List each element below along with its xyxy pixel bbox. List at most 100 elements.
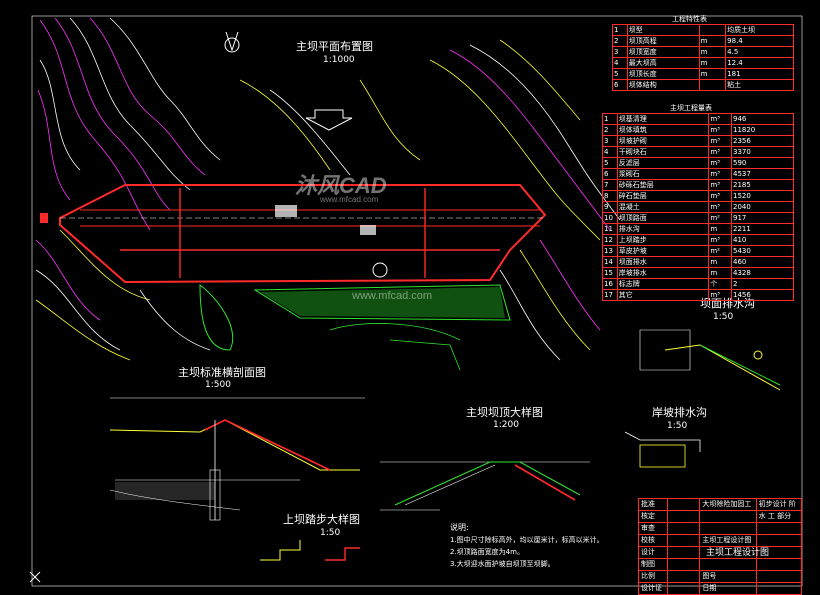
title-block-row: 制图 <box>639 558 801 570</box>
table-cell: m³ <box>708 290 731 300</box>
north-arrow-icon <box>224 31 240 53</box>
table-cell: 1520 <box>730 191 793 201</box>
table-cell: 98.4 <box>725 36 793 46</box>
table-cell: m <box>708 257 731 267</box>
notes-title: 说明: <box>450 523 469 532</box>
table-cell: 反滤层 <box>616 158 709 168</box>
table-cell: 碎石垫层 <box>616 191 709 201</box>
title-block-cell: 审查 <box>641 524 655 532</box>
crest-detail-drawing <box>380 461 590 511</box>
title-block-row: 校核主坝工程设计图 <box>639 534 801 546</box>
title-block-cell: 批准 <box>641 500 655 508</box>
table-cell: 混凝土 <box>616 202 709 212</box>
table-cell: 2 <box>614 37 619 45</box>
title-block-cell: 日期 <box>699 583 755 594</box>
title-block-row: 批准大坝除险加固工程初步设计 阶段 <box>639 499 801 510</box>
table-cell: 1456 <box>730 290 793 300</box>
title-block-row: 核定 水 工 部分 <box>639 510 801 522</box>
table-cell: m² <box>708 246 731 256</box>
table-cell: m² <box>708 213 731 223</box>
table-cell: 上坝踏步 <box>616 235 709 245</box>
table-cell: 坝体结构 <box>626 80 699 90</box>
table-cell: 浆砌石 <box>616 169 709 179</box>
table-cell: 7 <box>604 181 609 189</box>
table-cell: 13 <box>604 247 613 255</box>
title-block-cell <box>755 571 801 582</box>
title-block-cell <box>755 559 801 570</box>
table-cell: 16 <box>604 280 613 288</box>
table-cell: 12 <box>604 236 613 244</box>
table-cell: 其它 <box>616 290 709 300</box>
table-cell: 5430 <box>730 246 793 256</box>
table-cell: 标志牌 <box>616 279 709 289</box>
table-cell: 坝坡护砌 <box>616 136 709 146</box>
watermark-brand: 沐风CAD <box>295 173 387 198</box>
table-cell: 4537 <box>730 169 793 179</box>
title-block-cell <box>755 535 801 546</box>
table-cell: 2185 <box>730 180 793 190</box>
dam-plan-outline <box>40 184 547 284</box>
table-cell: 181 <box>725 69 793 79</box>
table-cell: 5 <box>614 70 619 78</box>
table-cell: 2040 <box>730 202 793 212</box>
table-cell: 3370 <box>730 147 793 157</box>
table-cell: 排水沟 <box>616 224 709 234</box>
table-cell: 5 <box>604 159 609 167</box>
title-block-cell <box>666 583 700 594</box>
table-cell: m³ <box>708 202 731 212</box>
title-block-cell <box>666 559 700 570</box>
step-detail-scale: 1:50 <box>320 528 341 538</box>
title-block-cell <box>666 535 700 546</box>
title-block-cell: 核定 <box>641 512 655 520</box>
table-cell: 砂砾石垫层 <box>616 180 709 190</box>
table-cell: 4 <box>614 59 619 67</box>
table-cell: 12.4 <box>725 58 793 68</box>
title-block-cell <box>666 523 700 534</box>
title-block-cell: 水 工 部分 <box>755 511 801 522</box>
table-cell: 11820 <box>730 125 793 135</box>
quantities-table-title: 主坝工程量表 <box>670 104 712 112</box>
table-cell: 10 <box>604 214 613 222</box>
table-cell: m <box>708 224 731 234</box>
crest-detail-title: 主坝坝顶大样图 <box>466 406 543 419</box>
table-cell: m³ <box>708 180 731 190</box>
table-cell: m <box>698 69 726 79</box>
note-1: 1.图中尺寸除标高外，均以厘米计，标高以米计。 <box>450 536 604 544</box>
table-cell: 粘土 <box>725 80 793 90</box>
note-3: 3.大坝迎水面护坡自坝顶至坝脚。 <box>450 560 555 568</box>
watermark-url-1: www.mfcad.com <box>320 195 379 204</box>
table-cell: 917 <box>730 213 793 223</box>
table-cell: 9 <box>604 203 609 211</box>
title-block-cell <box>699 547 755 558</box>
table-cell: m³ <box>708 169 731 179</box>
title-block-cell <box>699 511 755 522</box>
ucs-icon <box>29 571 41 583</box>
title-block-cell <box>755 583 801 594</box>
table-cell: m³ <box>708 191 731 201</box>
table-cell: m <box>698 47 726 57</box>
title-block-cell: 图号 <box>699 571 755 582</box>
table-cell: 14 <box>604 258 613 266</box>
table-cell: m <box>708 268 731 278</box>
title-block-row: 审查 <box>639 522 801 534</box>
table-cell: 坝顶宽度 <box>626 47 699 57</box>
table-cell: 15 <box>604 269 613 277</box>
table-cell: 6 <box>614 81 619 89</box>
drawing-name: 主坝工程设计图 <box>706 548 770 558</box>
bank-drain-title: 岸坡排水沟 <box>652 406 707 419</box>
drain-details <box>624 329 781 468</box>
contour-lines <box>35 17 621 361</box>
table-cell: 946 <box>730 114 793 124</box>
